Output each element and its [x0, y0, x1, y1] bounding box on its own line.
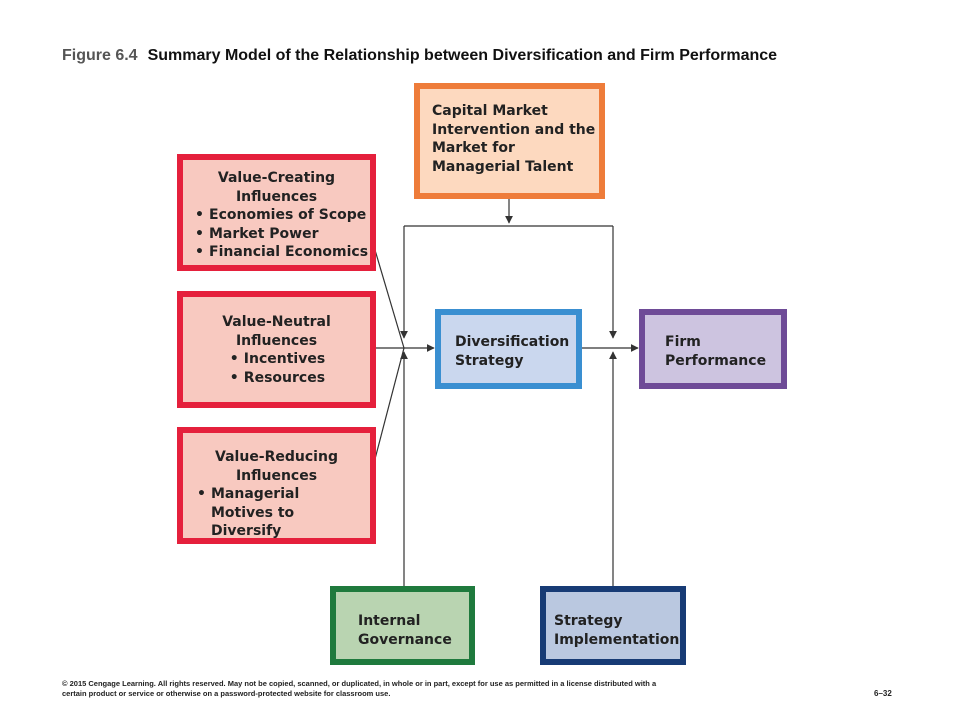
capital-market-line-1: Capital Market: [432, 103, 548, 119]
internal-governance-line-2: Governance: [358, 631, 452, 648]
internal-governance-box: Internal Governance: [330, 586, 475, 665]
value-creating-box: Value-Creating Influences Economies of S…: [177, 154, 376, 271]
capital-market-line-4: Managerial Talent: [432, 158, 574, 175]
strategy-implementation-line-1: Strategy: [554, 613, 623, 629]
page-number: 6–32: [874, 689, 892, 698]
value-creating-item: Financial Economics: [193, 243, 370, 262]
value-neutral-item: Incentives: [228, 350, 325, 369]
value-reducing-heading-2: Influences: [235, 467, 318, 484]
firm-performance-line-2: Performance: [665, 352, 767, 369]
value-reducing-heading-1: Value-Reducing: [215, 449, 338, 465]
capital-market-line-2: Intervention and the: [432, 121, 596, 138]
firm-performance-line-1: Firm: [665, 334, 701, 350]
value-reducing-box: Value-Reducing Influences Managerial Mot…: [177, 427, 376, 544]
value-creating-item: Economies of Scope: [193, 206, 370, 225]
capital-market-line-3: Market for: [432, 140, 515, 156]
value-creating-heading-2: Influences: [235, 188, 318, 205]
value-neutral-box: Value-Neutral Influences Incentives Reso…: [177, 291, 376, 408]
value-creating-heading-1: Value-Creating: [217, 170, 336, 186]
strategy-implementation-box: Strategy Implementation: [540, 586, 686, 665]
value-reducing-list: Managerial Motives to Diversify: [195, 485, 360, 541]
firm-performance-box: Firm Performance: [639, 309, 787, 389]
figure-title-text: Summary Model of the Relationship betwee…: [147, 47, 778, 64]
value-creating-item: Market Power: [193, 225, 370, 244]
capital-market-box: Capital Market Intervention and the Mark…: [414, 83, 605, 199]
value-neutral-heading-2: Influences: [235, 332, 318, 349]
value-neutral-heading-1: Value-Neutral: [222, 314, 331, 330]
diversification-strategy-box: Diversification Strategy: [435, 309, 582, 389]
figure-number: Figure 6.4: [62, 47, 138, 64]
value-reducing-item: Managerial Motives to Diversify: [195, 485, 360, 541]
value-neutral-item: Resources: [228, 369, 325, 388]
internal-governance-line-1: Internal: [358, 613, 421, 629]
value-creating-list: Economies of Scope Market Power Financia…: [193, 206, 370, 262]
strategy-implementation-line-2: Implementation: [554, 631, 680, 648]
copyright-notice: © 2015 Cengage Learning. All rights rese…: [62, 679, 657, 698]
value-reducing-connector: [374, 347, 405, 460]
figure-title: Figure 6.4 Summary Model of the Relations…: [62, 47, 777, 65]
value-neutral-list: Incentives Resources: [228, 350, 325, 387]
diversification-line-1: Diversification: [455, 334, 570, 350]
diversification-line-2: Strategy: [455, 352, 524, 369]
value-creating-connector: [374, 249, 405, 349]
